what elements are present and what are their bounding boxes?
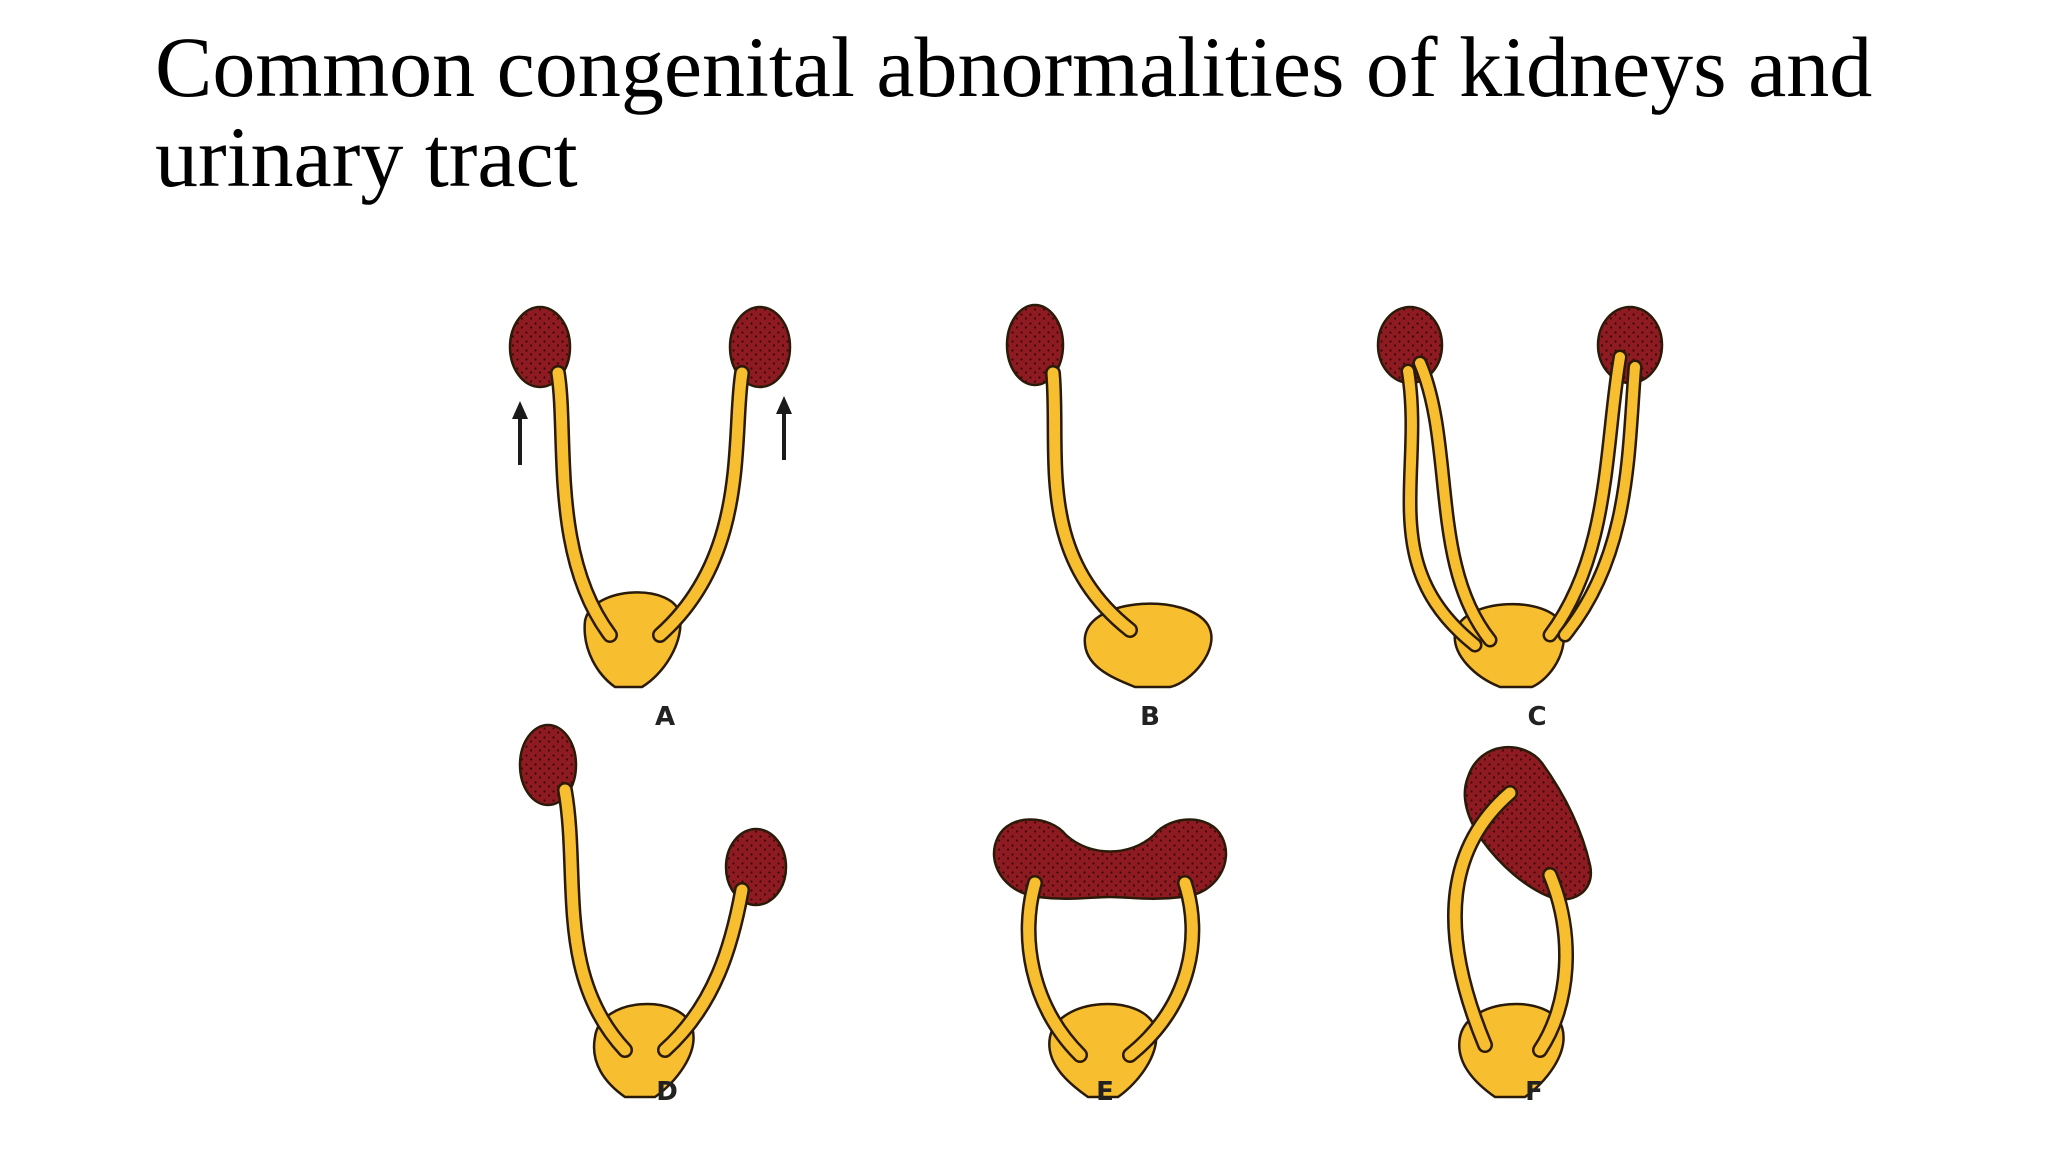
panel-d: [518, 723, 788, 1099]
panel-a: [508, 305, 792, 689]
panel-label-d: D: [656, 1077, 678, 1105]
kidney-left: [1005, 303, 1065, 387]
panel-label-c: C: [1527, 702, 1546, 732]
fused-kidney: [1463, 745, 1593, 901]
panel-e: [992, 818, 1228, 1099]
panel-f: [1446, 745, 1593, 1099]
horseshoe-kidney: [992, 818, 1228, 901]
panel-label-e: E: [1096, 1077, 1114, 1105]
slide-title: Common congenital abnormalities of kidne…: [155, 19, 1873, 205]
arrow-up-icon: [512, 401, 528, 465]
arrow-up-icon: [776, 396, 792, 460]
bladder: [592, 1002, 695, 1099]
panel-label-b: B: [1140, 702, 1160, 732]
bladder: [1048, 1002, 1158, 1099]
panel-label-a: A: [655, 702, 675, 732]
bladder: [583, 591, 682, 689]
panel-b: [1005, 303, 1213, 689]
panel-c: [1376, 305, 1664, 689]
kidney-anomalies-figure: A B C D E F: [470, 285, 1730, 1105]
panel-label-f: F: [1525, 1077, 1543, 1105]
